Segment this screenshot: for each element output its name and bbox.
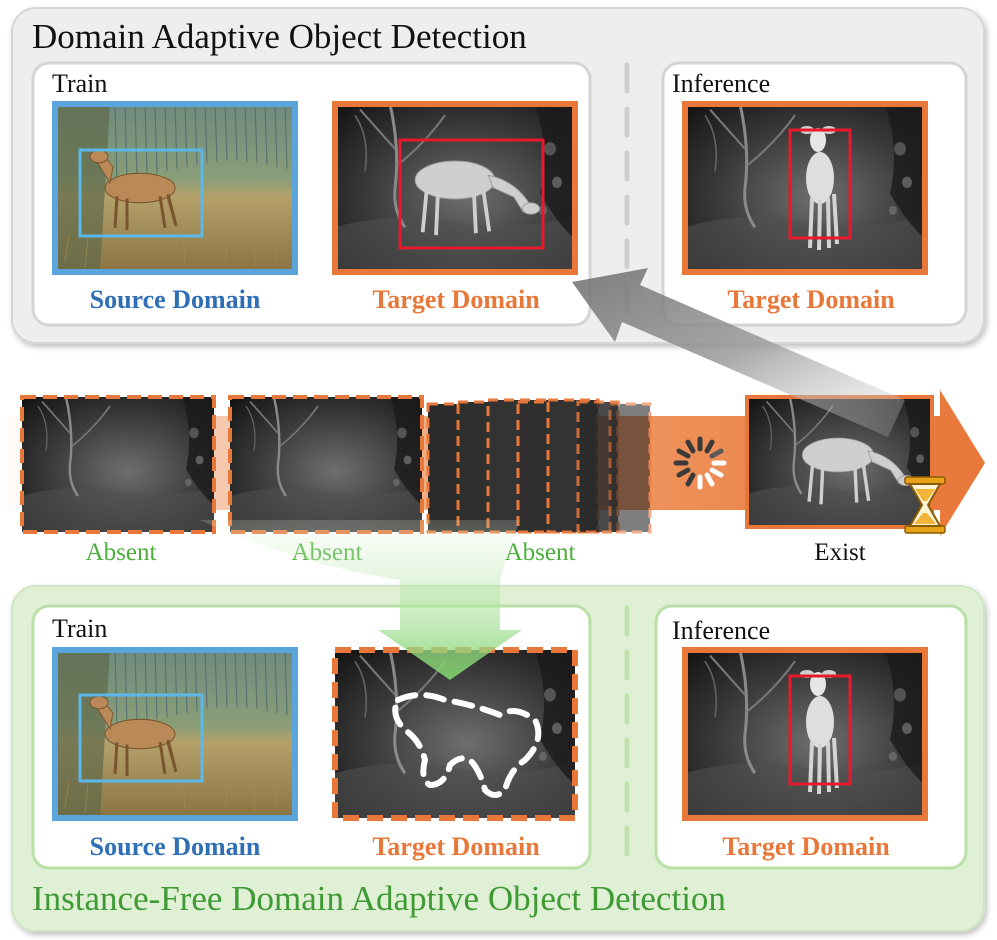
status-label-1: Absent [86,539,157,566]
bottom-source-caption: Source Domain [90,832,261,861]
top-train-label: Train [52,69,107,98]
top-panel-title: Domain Adaptive Object Detection [32,17,527,56]
top-source-caption: Source Domain [90,285,261,314]
top-inference-label: Inference [672,69,770,98]
bottom-train-label: Train [52,614,107,643]
bottom-inference-caption: Target Domain [722,832,890,861]
hourglass-icon [904,476,946,534]
inference-bounding-box [788,128,852,240]
bottom-source-bounding-box [78,693,204,783]
top-inference-image [682,101,928,275]
top-target-caption: Target Domain [372,285,540,314]
bottom-inference-label: Inference [672,616,770,645]
frame-absent-1 [20,395,216,534]
video-timeline: Absent Absent Absent Exist [0,390,985,566]
top-inference-caption: Target Domain [727,285,895,314]
top-target-image [332,101,578,275]
bottom-inference-image [682,647,928,821]
status-label-3: Absent [505,539,576,566]
top-source-image [52,101,298,275]
frame-exist [745,395,934,529]
loading-spinner-icon [673,436,727,490]
bottom-target-caption: Target Domain [372,832,540,861]
status-label-4: Exist [814,539,865,566]
source-bounding-box [78,148,204,238]
frame-stack [426,398,652,534]
pseudo-region-outline [392,692,542,798]
bottom-inference-bounding-box [788,674,852,786]
bottom-panel-title: Instance-Free Domain Adaptive Object Det… [32,879,726,918]
top-panel: Domain Adaptive Object Detection Train S… [11,7,985,344]
target-bounding-box [398,138,545,250]
frame-absent-2 [228,395,424,534]
green-arrow-from-absent [200,520,522,680]
gray-arrow-to-target [572,268,905,437]
bottom-source-image [52,647,298,821]
